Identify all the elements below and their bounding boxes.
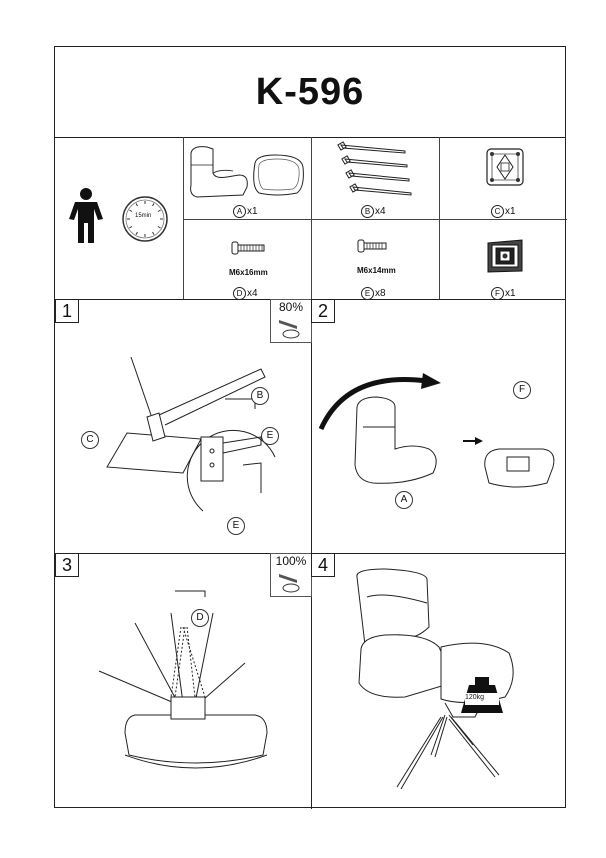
model-title: K-596 bbox=[255, 70, 365, 113]
part-f-image bbox=[487, 239, 523, 273]
step-3-torque-box: 100% bbox=[270, 553, 312, 597]
clock-icon bbox=[122, 196, 168, 242]
step-1-number: 1 bbox=[55, 299, 79, 323]
part-d-size: M6x16mm bbox=[229, 268, 268, 277]
step-3-illustration bbox=[98, 590, 268, 769]
step-1-illustration bbox=[106, 356, 276, 512]
step-3-torque-label: 100% bbox=[275, 554, 307, 568]
step-4-number: 4 bbox=[311, 553, 335, 577]
step-4-illustration bbox=[356, 568, 514, 790]
step-1-callout-e-bottom: E bbox=[227, 517, 245, 535]
part-d-image bbox=[231, 241, 265, 255]
step-1-callout-e-top: E bbox=[261, 427, 279, 445]
assembly-time: 15min bbox=[135, 213, 152, 219]
step-1-torque-box: 80% bbox=[270, 299, 312, 343]
allen-key-icon bbox=[279, 320, 300, 339]
step-1-callout-b: B bbox=[251, 387, 269, 405]
part-c-image bbox=[486, 148, 524, 186]
person-icon bbox=[69, 188, 103, 243]
step-3-callout-d: D bbox=[191, 609, 209, 627]
step-4-load-label: 120kg bbox=[465, 694, 485, 701]
part-e-image bbox=[357, 239, 387, 253]
step-2-callout-a: A bbox=[395, 491, 413, 509]
step-2-number: 2 bbox=[311, 299, 335, 323]
step-1-torque-label: 80% bbox=[278, 300, 304, 314]
part-e-size: M6x14mm bbox=[357, 266, 396, 275]
step-1-callout-c: C bbox=[81, 431, 99, 449]
step-3-number: 3 bbox=[55, 553, 79, 577]
allen-key-icon bbox=[279, 574, 300, 593]
divider bbox=[55, 137, 565, 138]
step-2-callout-f: F bbox=[513, 381, 531, 399]
step-2-illustration bbox=[318, 373, 555, 488]
part-a-image bbox=[190, 146, 304, 198]
part-b-image bbox=[337, 141, 412, 196]
